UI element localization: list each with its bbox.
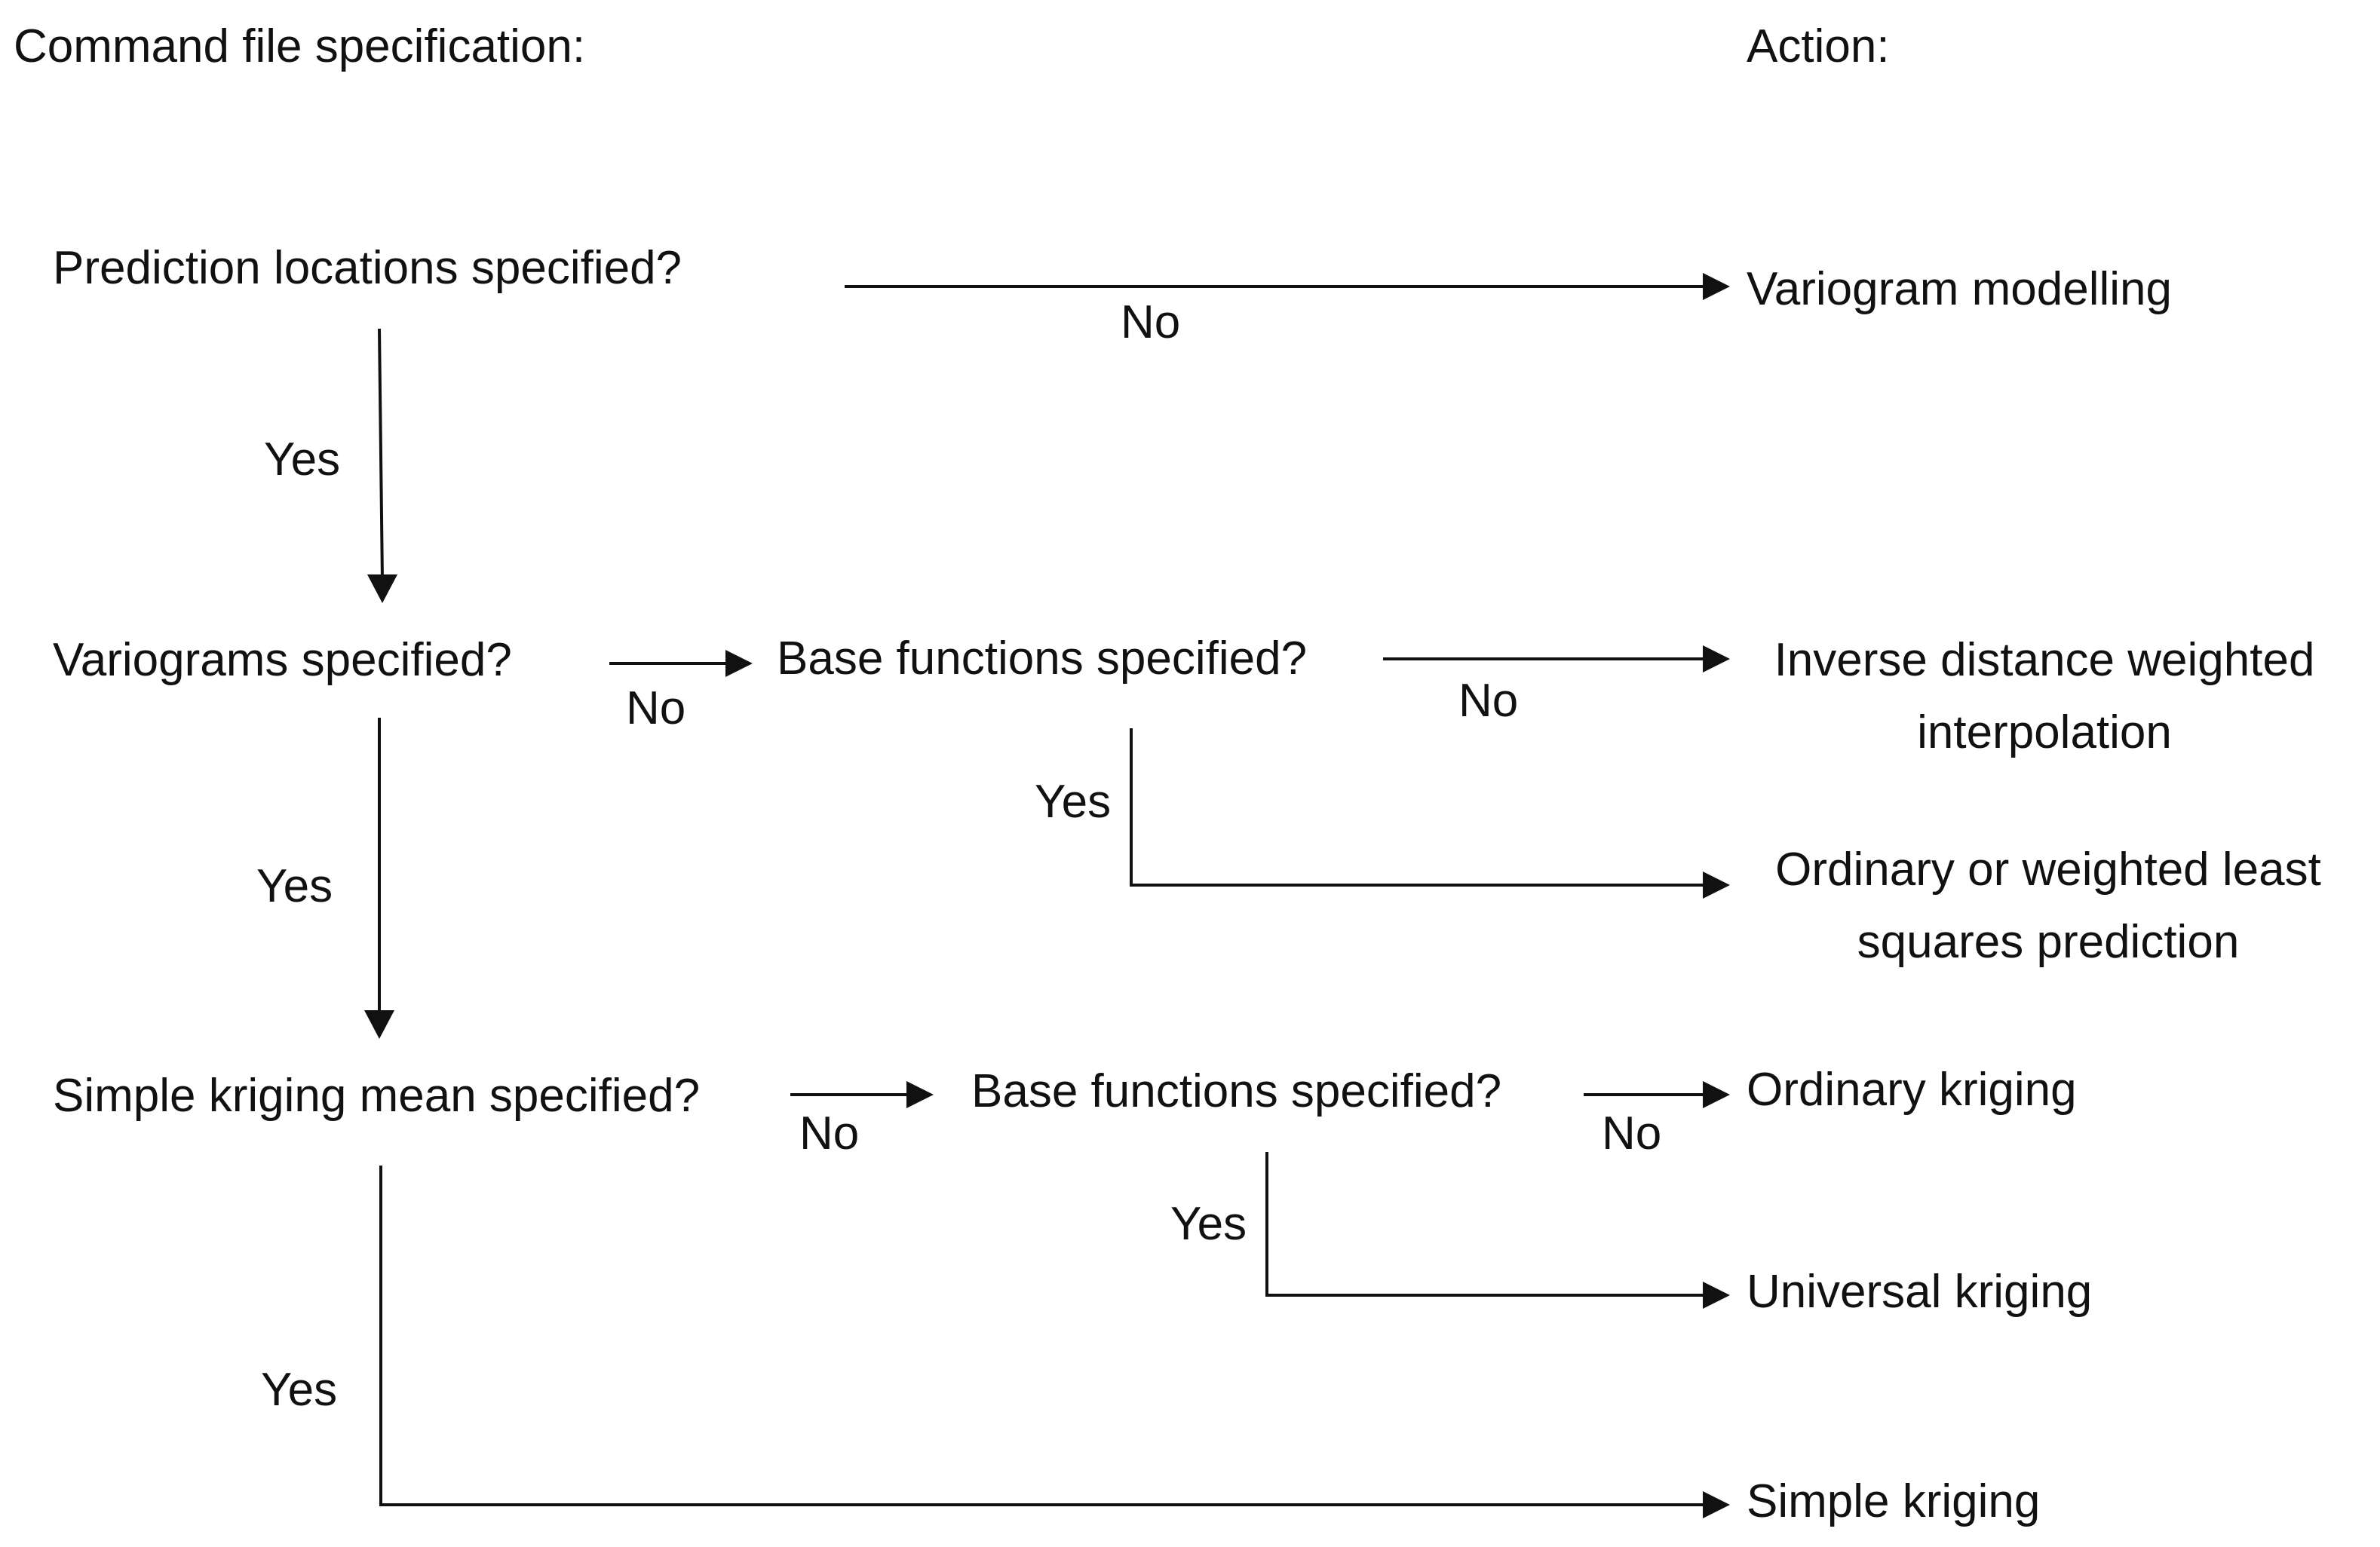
edge-label-no-prediction: No (1121, 296, 1181, 348)
header-action: Action: (1747, 20, 1890, 72)
action-inverse-distance-weighted: Inverse distance weighted interpolation (1731, 624, 2357, 769)
arrowhead-skmean-yes (1703, 1491, 1730, 1518)
action-idw-line1: Inverse distance weighted (1774, 634, 2315, 686)
arrowhead-skmean-no (906, 1081, 934, 1108)
arrowhead-base2-yes (1703, 1282, 1730, 1309)
question-base-functions-1: Base functions specified? (777, 633, 1308, 685)
edge-label-no-base2: No (1602, 1107, 1662, 1159)
question-base-functions-2: Base functions specified? (971, 1065, 1502, 1117)
edge-label-yes-prediction: Yes (264, 433, 341, 486)
arrowhead-base1-no (1703, 645, 1730, 672)
arrowhead-variograms-no (725, 650, 753, 677)
edge-base2-yes (1265, 1152, 1727, 1297)
question-prediction-locations: Prediction locations specified? (53, 242, 682, 294)
action-variogram-modelling: Variogram modelling (1747, 263, 2172, 315)
edge-label-no-skmean: No (799, 1107, 860, 1159)
action-idw-line2: interpolation (1917, 706, 2172, 758)
edge-prediction-yes (378, 328, 384, 581)
action-simple-kriging: Simple kriging (1747, 1475, 2041, 1527)
edge-label-no-base1: No (1458, 675, 1519, 727)
edge-base1-yes (1130, 728, 1727, 887)
action-ordinary-kriging: Ordinary kriging (1747, 1064, 2077, 1116)
action-least-squares-prediction: Ordinary or weighted least squares predi… (1731, 834, 2365, 979)
header-command-file-spec: Command file specification: (14, 20, 586, 72)
action-ls-line2: squares prediction (1857, 916, 2240, 968)
question-simple-kriging-mean: Simple kriging mean specified? (53, 1070, 701, 1122)
edge-label-yes-variograms: Yes (256, 860, 333, 912)
edge-label-no-variograms: No (626, 682, 686, 734)
edge-label-yes-skmean: Yes (261, 1364, 338, 1416)
action-universal-kriging: Universal kriging (1747, 1266, 2093, 1318)
arrowhead-prediction-no (1703, 273, 1730, 300)
edge-label-yes-base2: Yes (1170, 1198, 1247, 1250)
arrowhead-prediction-yes (367, 574, 397, 603)
question-variograms: Variograms specified? (53, 634, 512, 686)
action-ls-line1: Ordinary or weighted least (1775, 844, 2321, 896)
arrowhead-base1-yes (1703, 872, 1730, 899)
arrowhead-base2-no (1703, 1081, 1730, 1108)
edge-label-yes-base1: Yes (1035, 776, 1112, 828)
arrowhead-variograms-yes (364, 1010, 394, 1039)
edge-skmean-yes (379, 1166, 1727, 1506)
